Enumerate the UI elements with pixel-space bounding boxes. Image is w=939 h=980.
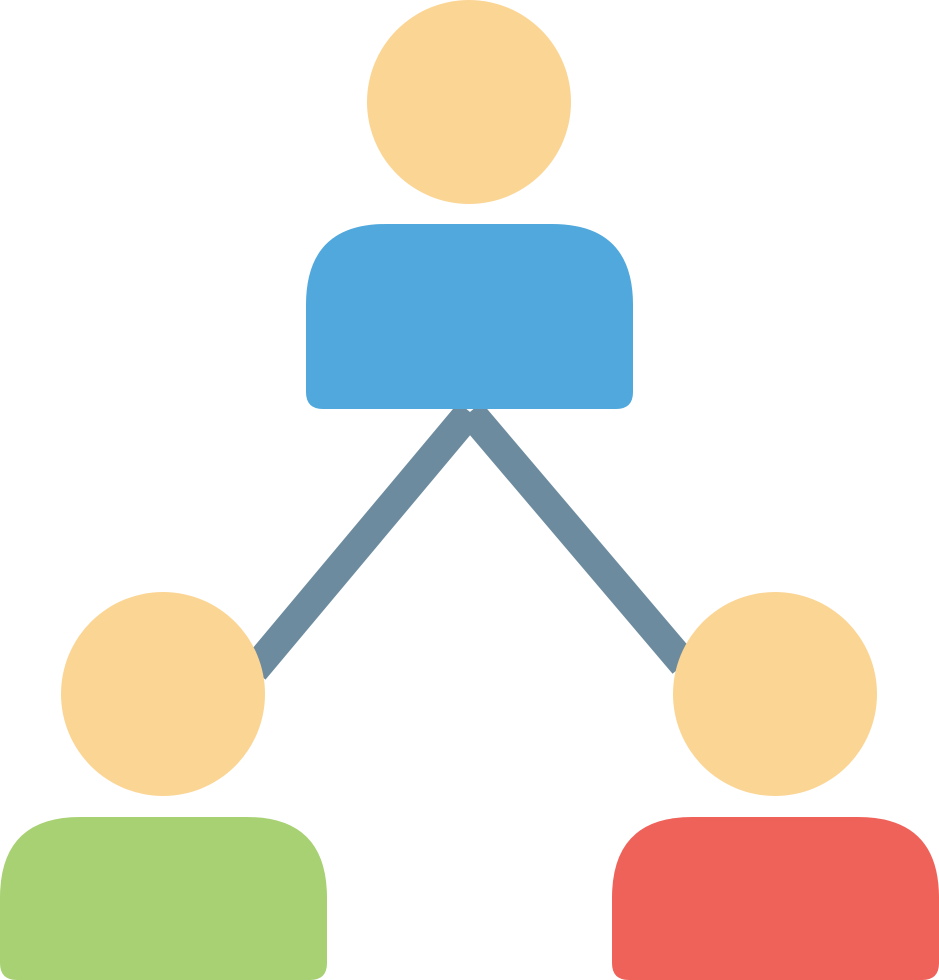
top-person-head	[367, 0, 571, 204]
top-person	[306, 0, 633, 409]
left-person-body	[0, 817, 327, 980]
top-person-body	[306, 224, 633, 409]
right-person-body	[612, 817, 939, 980]
connector-right	[458, 402, 696, 674]
left-person-head	[61, 592, 265, 796]
right-person-head	[673, 592, 877, 796]
left-person	[0, 592, 327, 980]
connector-left	[242, 402, 482, 680]
connectors	[242, 402, 696, 680]
right-person	[612, 592, 939, 980]
